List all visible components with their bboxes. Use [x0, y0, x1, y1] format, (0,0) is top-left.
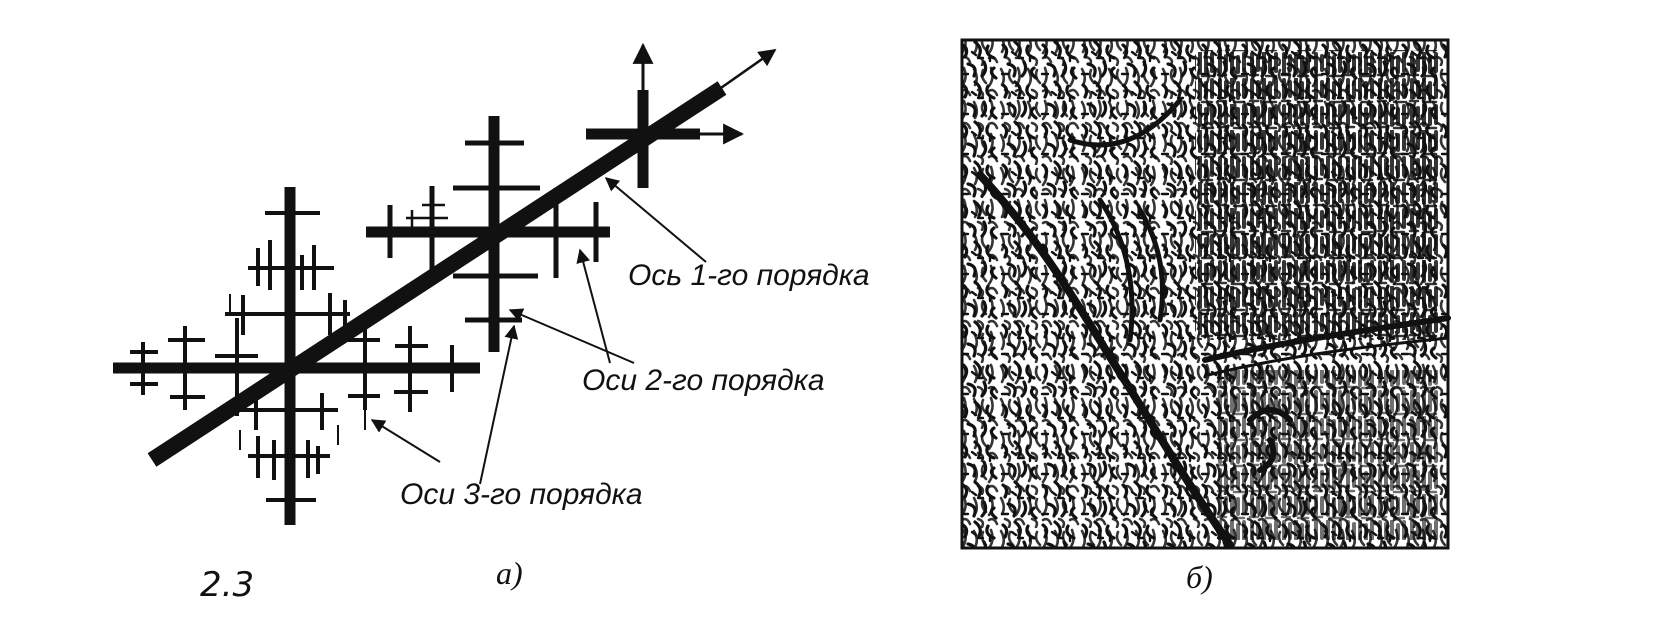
dendrite-schematic — [113, 42, 777, 525]
caption-b: б) — [1186, 559, 1213, 595]
label-axis-1: Ось 1-го порядка — [628, 259, 870, 292]
caption-a: а) — [496, 555, 523, 591]
leader-lines — [370, 177, 707, 485]
handwritten-note: 2.3 — [200, 565, 254, 605]
primary-axis-arrow — [717, 48, 777, 92]
tip-cross — [586, 42, 745, 188]
dendrite-micrograph — [960, 38, 1451, 550]
label-axis-2: Оси 2-го порядка — [582, 364, 825, 397]
primary-axis — [147, 81, 727, 467]
label-axis-3: Оси 3-го порядка — [400, 478, 643, 511]
middle-cross — [366, 116, 610, 352]
lower-cross — [113, 187, 480, 525]
